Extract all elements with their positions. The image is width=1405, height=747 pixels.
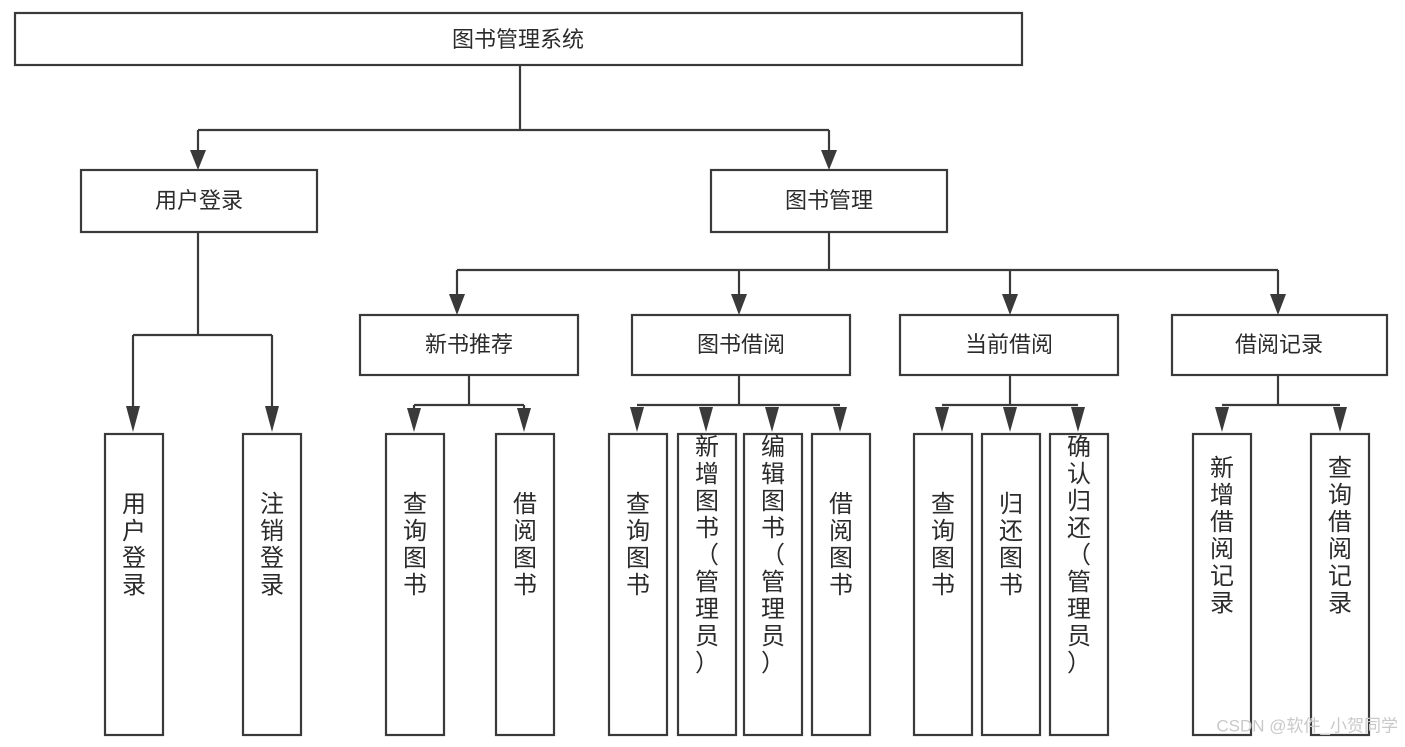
arrow-to-leaf-user-login [126, 406, 140, 432]
leaf-recommend-1-label: 借阅图书 [513, 491, 537, 599]
node-borrow-record-label: 借阅记录 [1235, 332, 1323, 357]
arrow-to-book-mgmt [821, 150, 837, 170]
leaf-borrow-record-0[interactable]: 新增借阅记录 [1191, 432, 1253, 737]
leaf-recommend-0[interactable]: 查询图书 [384, 432, 446, 737]
edge-layer [126, 65, 1347, 432]
arrow-borrow-leaf-1 [630, 407, 644, 432]
leaf-book-borrow-0[interactable]: 查询图书 [607, 432, 669, 737]
leaf-user-login-0-label: 用户登录 [122, 491, 146, 599]
arrow-current-leaf-2 [1003, 407, 1017, 432]
leaf-book-borrow-3-label: 借阅图书 [829, 491, 853, 599]
arrow-to-borrow-record [1270, 294, 1286, 315]
arrow-current-leaf-3 [1071, 407, 1085, 432]
leaf-current-borrow-2[interactable]: 确认归还（管理员） [1048, 432, 1110, 737]
arrow-recommend-leaf-2 [517, 408, 531, 432]
leaf-user-login-0[interactable]: 用户登录 [103, 432, 165, 737]
arrow-to-leaf-logout [265, 406, 279, 432]
leaf-current-borrow-2-label: 确认归还（管理员） [1067, 434, 1091, 677]
leaf-current-borrow-0[interactable]: 查询图书 [912, 432, 974, 737]
node-book-borrow-label: 图书借阅 [697, 332, 785, 357]
node-book-borrow[interactable]: 图书借阅 [630, 313, 852, 377]
node-user-login[interactable]: 用户登录 [79, 168, 319, 234]
leaf-book-borrow-1-label: 新增图书（管理员） [695, 434, 719, 677]
leaf-user-login-1[interactable]: 注销登录 [241, 432, 303, 737]
leaf-book-borrow-2-label: 编辑图书（管理员） [761, 434, 785, 677]
leaf-borrow-record-0-label: 新增借阅记录 [1210, 455, 1234, 617]
leaf-book-borrow-1[interactable]: 新增图书（管理员） [676, 432, 738, 737]
arrow-borrow-leaf-3 [765, 407, 779, 432]
node-book-management[interactable]: 图书管理 [709, 168, 949, 234]
leaf-current-borrow-1[interactable]: 归还图书 [980, 432, 1042, 737]
node-new-book-recommend[interactable]: 新书推荐 [358, 313, 580, 377]
csdn-watermark: CSDN @软件_小贺同学 [1216, 716, 1398, 735]
arrow-to-book-borrow [731, 294, 747, 315]
leaf-borrow-record-1[interactable]: 查询借阅记录 [1309, 432, 1371, 737]
leaf-recommend-0-label: 查询图书 [403, 491, 427, 599]
leaf-user-login-1-label: 注销登录 [260, 491, 284, 599]
arrow-recommend-leaf-1 [407, 408, 421, 432]
node-root-label: 图书管理系统 [452, 27, 584, 52]
node-current-borrow-label: 当前借阅 [965, 332, 1053, 357]
arrow-record-leaf-1 [1215, 407, 1229, 432]
arrow-to-new-book-recommend [449, 294, 465, 315]
arrow-to-current-borrow [1002, 294, 1018, 315]
arrow-borrow-leaf-4 [833, 407, 847, 432]
leaf-current-borrow-1-label: 归还图书 [999, 491, 1023, 599]
arrow-current-leaf-1 [935, 407, 949, 432]
leaf-book-borrow-0-label: 查询图书 [626, 491, 650, 599]
arrow-to-user-login [190, 150, 206, 170]
leaf-borrow-record-1-label: 查询借阅记录 [1328, 455, 1352, 617]
leaf-book-borrow-2[interactable]: 编辑图书（管理员） [742, 432, 804, 737]
node-user-login-label: 用户登录 [155, 188, 243, 213]
leaf-current-borrow-0-label: 查询图书 [931, 491, 955, 599]
leaf-recommend-1[interactable]: 借阅图书 [494, 432, 556, 737]
arrow-borrow-leaf-2 [699, 407, 713, 432]
node-new-book-recommend-label: 新书推荐 [425, 332, 513, 357]
arrow-record-leaf-2 [1333, 407, 1347, 432]
node-borrow-record[interactable]: 借阅记录 [1170, 313, 1389, 377]
node-current-borrow[interactable]: 当前借阅 [898, 313, 1120, 377]
leaf-book-borrow-3[interactable]: 借阅图书 [810, 432, 872, 737]
node-book-management-label: 图书管理 [785, 188, 873, 213]
node-root[interactable]: 图书管理系统 [13, 11, 1024, 67]
